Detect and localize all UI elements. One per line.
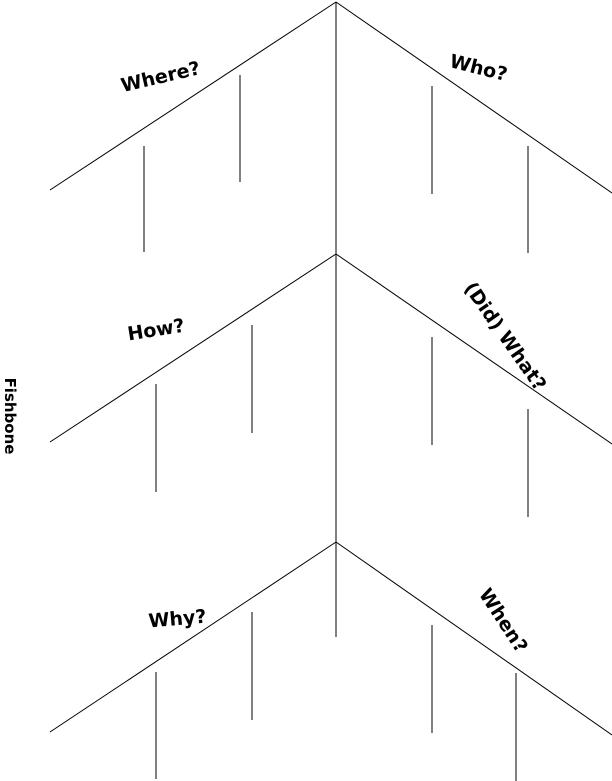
when-bone [335,541,612,736]
why-label: Why? [148,606,208,633]
when-label: When? [474,585,532,657]
did-what-bone [335,253,612,445]
why-bone [49,541,337,733]
tier-1: Where? Who? [49,1,612,253]
tier-2: How? (Did) What? [49,253,612,517]
diagram-title: Fishbone [1,378,19,455]
who-bone [335,1,612,194]
how-label: How? [126,315,186,346]
how-bone [49,253,337,443]
did-what-label: (Did) What? [459,278,550,395]
who-label: Who? [447,50,509,86]
tier-3: Why? When? [49,541,612,781]
where-label: Where? [119,57,203,97]
where-bone [49,1,337,191]
